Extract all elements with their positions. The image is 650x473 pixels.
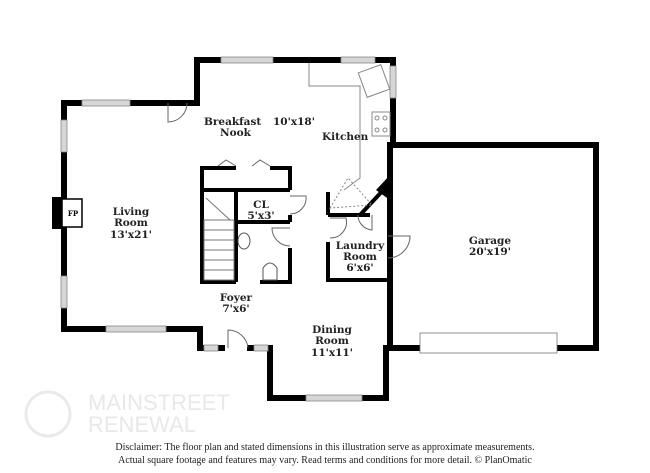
chase-wall (376, 175, 390, 200)
disclaimer-line-2: Actual square footage and features may v… (118, 455, 532, 466)
foyer-size: 7'x6' (222, 303, 249, 315)
foyer-label: Foyer (220, 292, 253, 304)
garage-size: 20'x19' (469, 246, 511, 258)
disclaimer-line-1: Disclaimer: The floor plan and stated di… (115, 442, 535, 453)
stairs (203, 197, 235, 281)
room-dining: Dining Room 11'x11' (311, 324, 353, 359)
room-living: Living Room 13'x21' (110, 206, 152, 241)
closet-label: CL (253, 199, 269, 211)
living-room-label-2: Room (114, 217, 148, 229)
windows (60, 56, 558, 402)
interior-walls (200, 166, 390, 284)
doors (167, 102, 411, 349)
living-room-size: 13'x21' (110, 229, 152, 241)
watermark-text-1: MAINSTREET (88, 390, 230, 415)
closet-size: 5'x3' (247, 210, 274, 222)
laundry-room-size: 6'x6' (346, 262, 373, 274)
fireplace: FP (52, 197, 83, 229)
laundry-room-label: Laundry (336, 240, 385, 252)
living-room-label: Living (113, 206, 150, 218)
bathroom-fixtures (237, 232, 278, 281)
kitchen-size: 10'x18' (273, 116, 315, 128)
dining-room-size: 11'x11' (311, 347, 353, 359)
laundry-room-label-2: Room (343, 251, 377, 263)
kitchen-label: Kitchen (322, 131, 369, 143)
kitchen-counter (308, 63, 391, 209)
room-breakfast-kitchen: Breakfast Nook 10'x18' Kitchen (204, 116, 369, 143)
room-laundry: Laundry Room 6'x6' (336, 240, 385, 274)
fireplace-label: FP (68, 209, 79, 218)
breakfast-nook-label: Breakfast (204, 116, 261, 128)
watermark-logo: MAINSTREET RENEWAL (24, 390, 230, 438)
room-foyer: Foyer 7'x6' (220, 292, 253, 315)
room-garage: Garage 20'x19' (469, 235, 511, 258)
dining-room-label-2: Room (315, 335, 349, 347)
breakfast-nook-label-2: Nook (220, 127, 252, 139)
garage-label: Garage (469, 235, 511, 247)
room-closet: CL 5'x3' (247, 199, 274, 222)
watermark-text-2: RENEWAL (88, 412, 196, 437)
dining-room-label: Dining (312, 324, 352, 336)
